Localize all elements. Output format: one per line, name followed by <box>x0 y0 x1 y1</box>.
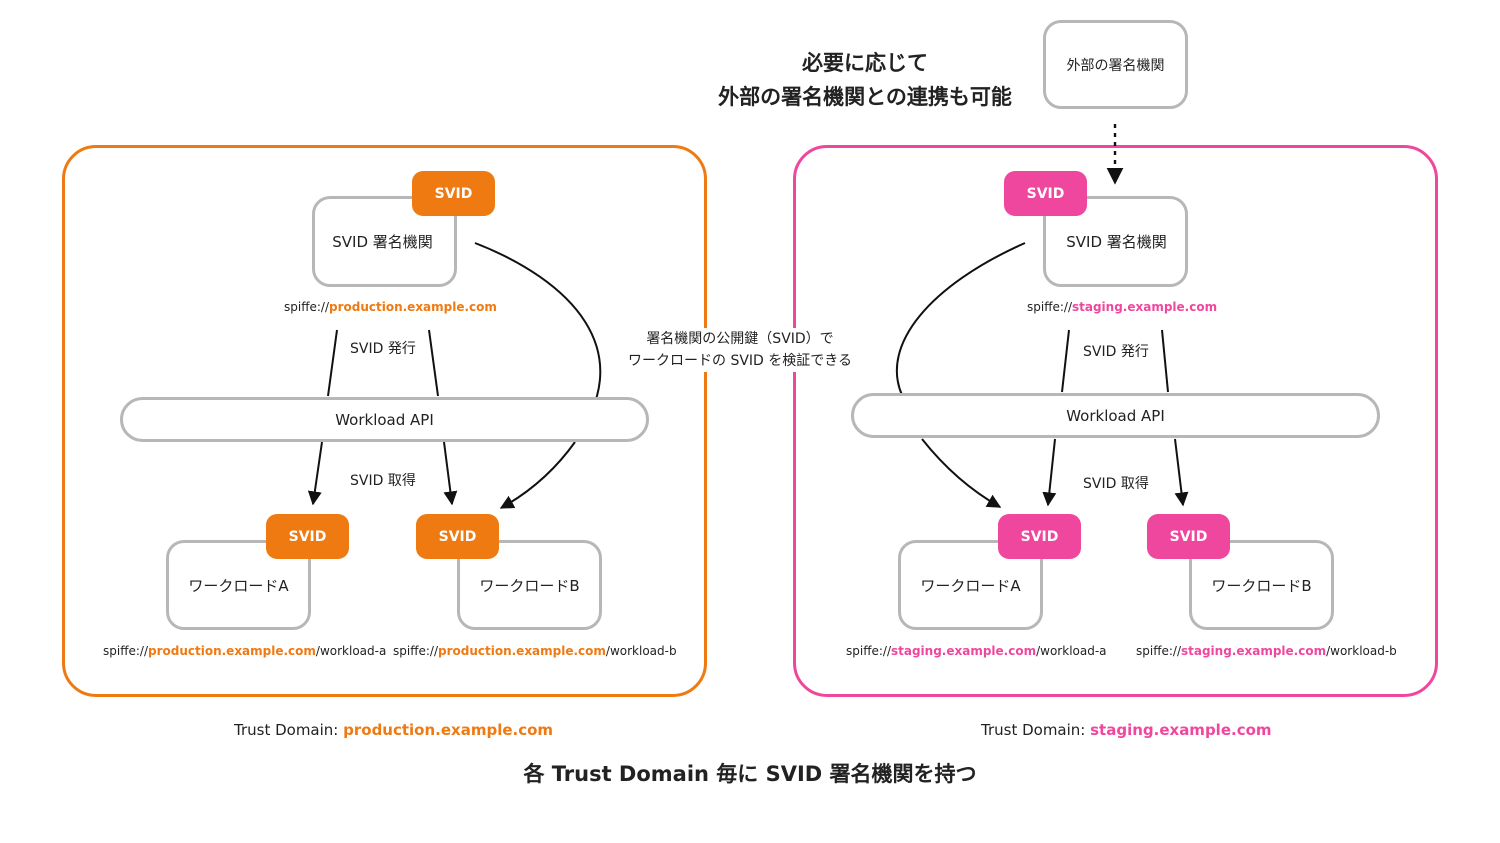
staging-workload-a-label: ワークロードA <box>920 576 1021 595</box>
prod-ca-svid-badge-label: SVID <box>434 185 473 202</box>
prod-ca-label: SVID 署名機関 <box>332 233 433 251</box>
prod-issue-line-left <box>327 329 338 397</box>
staging-workload-a-uri-path: /workload-a <box>1036 644 1107 658</box>
external-ca-node[interactable]: 外部の署名機関 <box>1043 20 1188 109</box>
prod-verify-arrow-b <box>499 441 576 509</box>
staging-workload-b-uri-path: /workload-b <box>1326 644 1397 658</box>
staging-workload-a-uri: spiffe://staging.example.com/workload-a <box>846 644 1107 658</box>
staging-ca-label: SVID 署名機関 <box>1066 233 1167 251</box>
prod-workload-a-svid-badge: SVID <box>266 514 349 559</box>
staging-issue-label: SVID 発行 <box>1083 344 1149 360</box>
prod-workload-b-label: ワークロードB <box>479 576 580 595</box>
prod-fetch-label: SVID 取得 <box>350 473 416 489</box>
staging-ca-svid-badge: SVID <box>1004 171 1087 216</box>
prod-ca-uri-prefix: spiffe:// <box>284 300 329 314</box>
staging-ca-uri-prefix: spiffe:// <box>1027 300 1072 314</box>
prod-ca-uri-domain: production.example.com <box>328 300 497 314</box>
staging-fetch-label: SVID 取得 <box>1083 476 1149 492</box>
staging-trust-domain-value: staging.example.com <box>1090 721 1272 739</box>
external-ca-label: 外部の署名機関 <box>1066 57 1165 74</box>
prod-fetch-arrow-b <box>443 441 458 506</box>
staging-ca-svid-badge-label: SVID <box>1026 185 1065 202</box>
prod-trust-domain-value: production.example.com <box>343 721 554 739</box>
external-ca-note: 必要に応じて 外部の署名機関との連携も可能 <box>690 46 1040 114</box>
prod-workload-b-uri-prefix: spiffe:// <box>393 644 438 658</box>
staging-workload-a-uri-prefix: spiffe:// <box>846 644 891 658</box>
prod-workload-a-svid-badge-label: SVID <box>288 528 327 545</box>
staging-workload-b-svid-badge: SVID <box>1147 514 1230 559</box>
external-ca-note-line1: 必要に応じて <box>802 51 928 75</box>
staging-trust-prefix: Trust Domain: <box>981 721 1091 739</box>
verification-note-line2: ワークロードの SVID を検証できる <box>628 353 852 369</box>
staging-ca-uri: spiffe://staging.example.com <box>1027 300 1217 314</box>
prod-workload-api-label: Workload API <box>335 410 434 429</box>
prod-workload-a-uri: spiffe://production.example.com/workload… <box>103 644 386 658</box>
prod-workload-b-svid-badge: SVID <box>416 514 499 559</box>
staging-workload-b-uri: spiffe://staging.example.com/workload-b <box>1136 644 1397 658</box>
staging-trust-domain-box <box>793 145 1438 697</box>
prod-trust-domain-label: Trust Domain: production.example.com <box>234 721 553 739</box>
staging-workload-b-label: ワークロードB <box>1211 576 1312 595</box>
prod-workload-b-svid-badge-label: SVID <box>438 528 477 545</box>
staging-verify-arrow-a <box>921 438 1002 508</box>
staging-workload-a-uri-domain: staging.example.com <box>890 644 1037 658</box>
prod-workload-b-uri-domain: production.example.com <box>437 644 606 658</box>
staging-workload-a-node[interactable]: ワークロードA <box>898 540 1043 630</box>
staging-workload-b-svid-badge-label: SVID <box>1169 528 1208 545</box>
staging-workload-api[interactable]: Workload API <box>851 393 1380 438</box>
prod-workload-b-uri-path: /workload-b <box>605 644 677 658</box>
prod-workload-a-uri-domain: production.example.com <box>147 644 316 658</box>
bottom-caption: 各 Trust Domain 毎に SVID 署名機関を持つ <box>523 762 977 786</box>
production-trust-domain-box <box>62 145 707 697</box>
staging-workload-a-svid-badge-label: SVID <box>1020 528 1059 545</box>
staging-fetch-arrow-a <box>1042 438 1057 507</box>
prod-workload-a-uri-prefix: spiffe:// <box>103 644 148 658</box>
prod-trust-prefix: Trust Domain: <box>234 721 344 739</box>
prod-workload-b-uri: spiffe://production.example.com/workload… <box>393 644 677 658</box>
prod-ca-svid-badge: SVID <box>412 171 495 216</box>
prod-ca-uri: spiffe://production.example.com <box>284 300 497 314</box>
prod-issue-line-right <box>428 329 439 397</box>
external-ca-note-line2: 外部の署名機関との連携も可能 <box>718 85 1012 109</box>
staging-workload-b-uri-prefix: spiffe:// <box>1136 644 1181 658</box>
staging-verify-curve <box>896 242 1026 396</box>
prod-fetch-arrow-a <box>307 441 323 506</box>
prod-workload-api[interactable]: Workload API <box>120 397 649 442</box>
staging-trust-domain-label: Trust Domain: staging.example.com <box>981 721 1272 739</box>
staging-ca-uri-domain: staging.example.com <box>1071 300 1218 314</box>
verification-note-line1: 署名機関の公開鍵（SVID）で <box>646 331 834 347</box>
staging-workload-api-label: Workload API <box>1066 406 1165 425</box>
staging-workload-a-svid-badge: SVID <box>998 514 1081 559</box>
staging-workload-b-uri-domain: staging.example.com <box>1180 644 1327 658</box>
prod-workload-a-uri-path: /workload-a <box>315 644 387 658</box>
staging-fetch-arrow-b <box>1174 438 1189 507</box>
prod-issue-label: SVID 発行 <box>350 341 416 357</box>
staging-issue-line-left <box>1061 329 1070 393</box>
verification-note: 署名機関の公開鍵（SVID）で ワークロードの SVID を検証できる <box>622 328 858 372</box>
staging-issue-line-right <box>1161 329 1169 393</box>
prod-workload-a-label: ワークロードA <box>188 576 289 595</box>
